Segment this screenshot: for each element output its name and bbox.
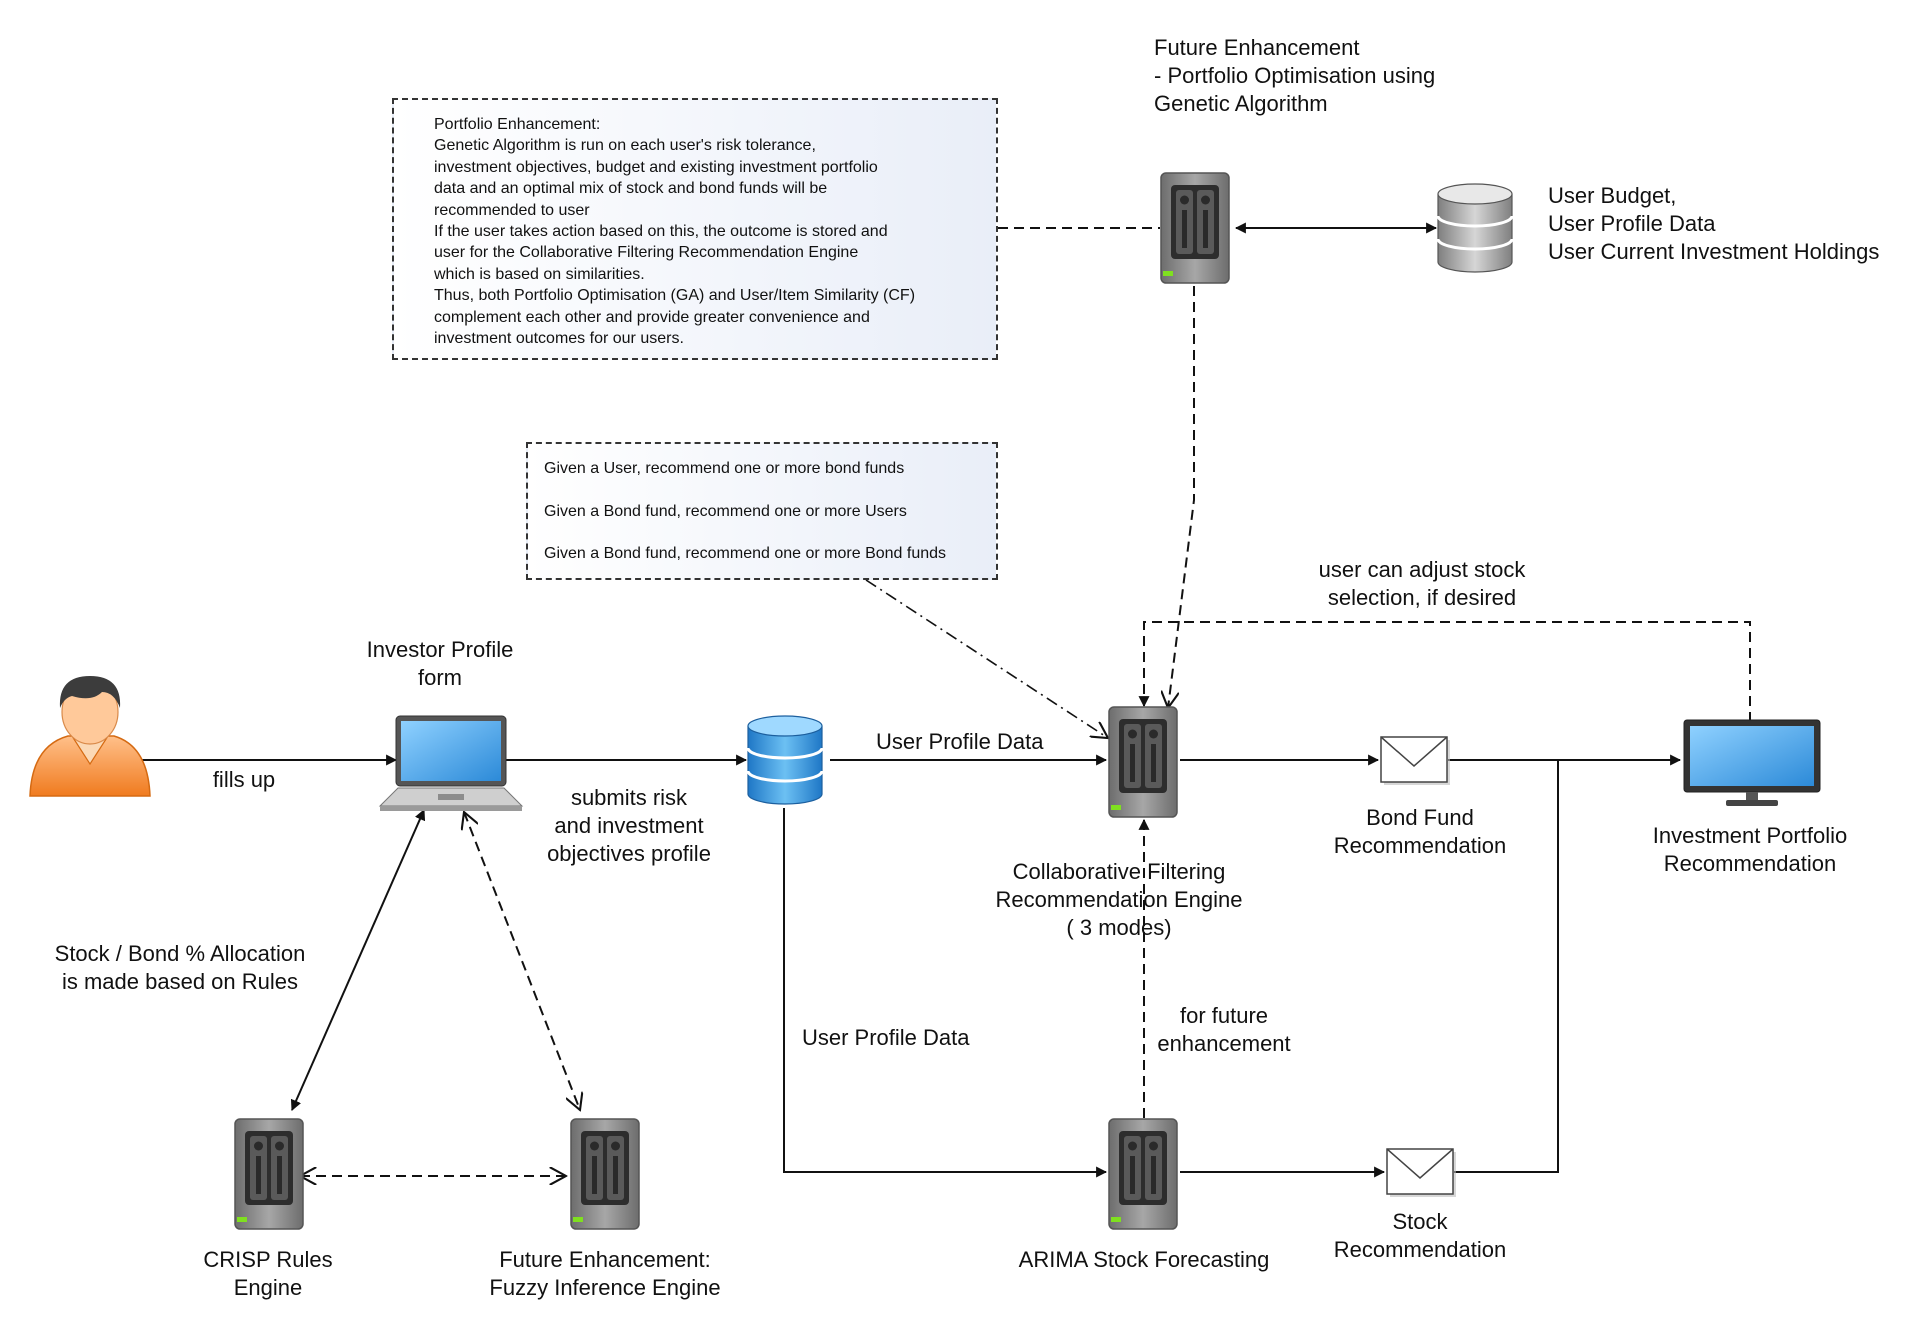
cf-mode-1: Given a User, recommend one or more bond… — [544, 460, 905, 477]
user-icon — [29, 676, 151, 797]
edge-modes-note-to-cf — [865, 579, 1108, 738]
ga-server-icon — [1160, 172, 1230, 284]
envelope-icon — [1380, 736, 1451, 786]
submits-label: submits risk and investment objectives p… — [547, 785, 711, 866]
allocation-label: Stock / Bond % Allocation is made based … — [54, 941, 306, 994]
monitor-icon — [1683, 719, 1821, 806]
edge-stock-envelope-to-monitor — [1454, 760, 1559, 1173]
database-icon — [746, 714, 824, 806]
investment-portfolio-label: Investment Portfolio Recommendation — [1652, 823, 1848, 876]
user-profile-data-top-label: User Profile Data — [876, 729, 1044, 754]
crisp-server-icon — [234, 1118, 304, 1230]
cf-mode-2: Given a Bond fund, recommend one or more… — [544, 503, 907, 520]
edge-ga-to-cf — [1168, 286, 1195, 708]
arima-server-icon — [1108, 1118, 1178, 1230]
bond-fund-rec-label: Bond Fund Recommendation — [1333, 805, 1507, 858]
user-adjust-label: user can adjust stock selection, if desi… — [1318, 557, 1526, 610]
fills-up-label: fills up — [212, 767, 276, 792]
fuzzy-label: Future Enhancement: Fuzzy Inference Engi… — [489, 1247, 721, 1300]
stock-rec-label: Stock Recommendation — [1333, 1209, 1507, 1262]
edge-db-to-arima — [783, 808, 1108, 1178]
cf-modes-note: Given a User, recommend one or more bond… — [526, 442, 998, 580]
investor-form-label: Investor Profile form — [366, 637, 514, 690]
portfolio-enhancement-note: Portfolio Enhancement: Genetic Algorithm… — [392, 98, 998, 360]
cf-engine-label: Collaborative Filtering Recommendation E… — [995, 859, 1243, 940]
edge-monitor-feedback-to-cf — [1138, 621, 1751, 722]
database-icon — [1436, 182, 1514, 274]
arima-label: ARIMA Stock Forecasting — [1018, 1247, 1270, 1272]
future-enhancement-arrow-label: for future enhancement — [1157, 1003, 1291, 1056]
edge-laptop-to-fuzzy — [464, 812, 580, 1110]
portfolio-enhancement-text: Portfolio Enhancement: Genetic Algorithm… — [434, 116, 916, 348]
crisp-label: CRISP Rules Engine — [203, 1247, 333, 1300]
envelope-icon — [1386, 1148, 1457, 1198]
connectors — [120, 222, 1751, 1178]
cf-mode-3: Given a Bond fund, recommend one or more… — [544, 545, 947, 562]
ga-future-label: Future Enhancement - Portfolio Optimisat… — [1154, 35, 1436, 116]
cf-server-icon — [1108, 706, 1178, 818]
user-profile-data-bottom-label: User Profile Data — [802, 1025, 970, 1050]
edge-laptop-to-crisp — [290, 808, 426, 1112]
user-db-label: User Budget, User Profile Data User Curr… — [1548, 183, 1880, 264]
laptop-icon — [378, 715, 524, 811]
fuzzy-server-icon — [570, 1118, 640, 1230]
